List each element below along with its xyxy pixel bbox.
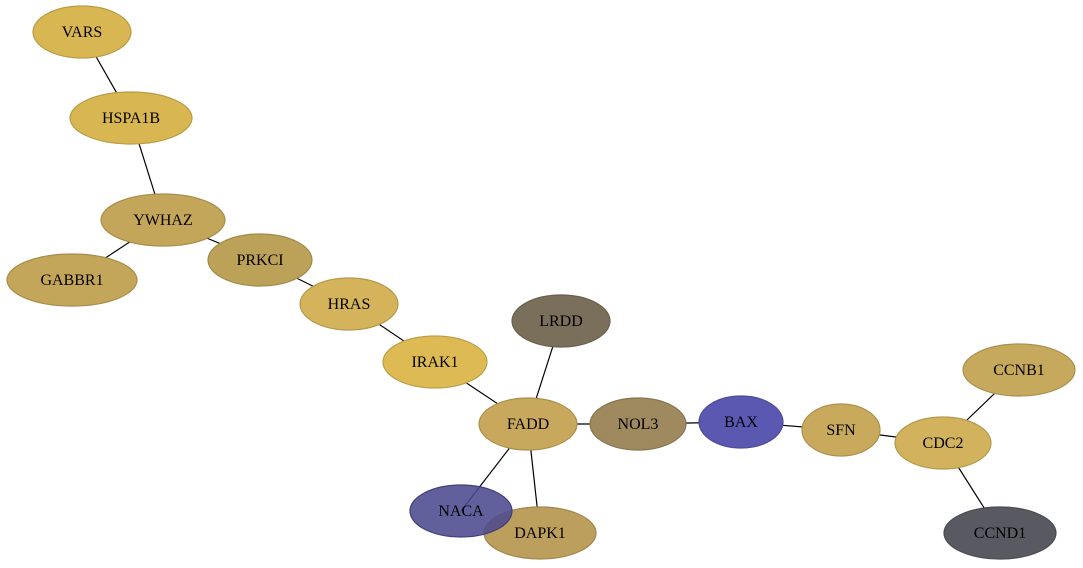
node-naca-shape	[409, 484, 513, 538]
node-sfn-label: SFN	[826, 422, 856, 439]
node-ccnd1[interactable]: CCND1	[943, 506, 1057, 560]
node-gabbr1[interactable]: GABBR1	[6, 253, 138, 307]
node-ccnb1[interactable]: CCNB1	[962, 343, 1076, 397]
node-hspa1b-label: HSPA1B	[102, 110, 160, 127]
node-irak1-shape	[382, 335, 488, 389]
node-fadd-label: FADD	[507, 416, 549, 433]
node-nol3-label: NOL3	[618, 416, 659, 433]
node-cdc2-shape	[894, 416, 992, 470]
node-prkci-label: PRKCI	[236, 252, 283, 269]
node-bax-label: BAX	[724, 414, 758, 431]
node-irak1-label: IRAK1	[411, 354, 458, 371]
node-lrdd-shape	[511, 294, 611, 348]
node-hras-label: HRAS	[328, 296, 371, 313]
node-dapk1[interactable]: DAPK1	[483, 506, 597, 560]
node-sfn[interactable]: SFN	[801, 403, 881, 457]
node-ccnd1-label: CCND1	[974, 525, 1026, 542]
node-gabbr1-shape	[6, 253, 138, 307]
node-ywhaz[interactable]: YWHAZ	[100, 193, 226, 247]
node-bax[interactable]: BAX	[698, 395, 784, 449]
node-dapk1-label: DAPK1	[514, 525, 566, 542]
node-nol3-shape	[589, 397, 687, 451]
node-hras-shape	[299, 277, 399, 331]
node-vars-label: VARS	[62, 24, 103, 41]
node-prkci[interactable]: PRKCI	[207, 233, 313, 287]
node-ccnd1-shape	[943, 506, 1057, 560]
node-hspa1b[interactable]: HSPA1B	[69, 91, 193, 145]
node-lrdd[interactable]: LRDD	[511, 294, 611, 348]
node-ccnb1-label: CCNB1	[993, 362, 1045, 379]
node-vars-shape	[32, 5, 132, 59]
node-gabbr1-label: GABBR1	[40, 272, 103, 289]
nodes-layer: VARS HSPA1B YWHAZ GABBR1 PRKCI HRAS IRAK1 LRDD F…	[6, 5, 1076, 560]
node-fadd-shape	[478, 397, 578, 451]
node-fadd[interactable]: FADD	[478, 397, 578, 451]
node-hspa1b-shape	[69, 91, 193, 145]
node-cdc2-label: CDC2	[923, 435, 964, 452]
node-hras[interactable]: HRAS	[299, 277, 399, 331]
node-ccnb1-shape	[962, 343, 1076, 397]
node-irak1[interactable]: IRAK1	[382, 335, 488, 389]
node-prkci-shape	[207, 233, 313, 287]
node-nol3[interactable]: NOL3	[589, 397, 687, 451]
node-naca-label: NACA	[438, 503, 484, 520]
node-bax-shape	[698, 395, 784, 449]
node-ywhaz-label: YWHAZ	[133, 212, 193, 229]
node-cdc2[interactable]: CDC2	[894, 416, 992, 470]
node-ywhaz-shape	[100, 193, 226, 247]
node-naca[interactable]: NACA	[409, 484, 513, 538]
node-vars[interactable]: VARS	[32, 5, 132, 59]
edges-layer	[71, 31, 1020, 534]
node-sfn-shape	[801, 403, 881, 457]
node-lrdd-label: LRDD	[539, 313, 583, 330]
